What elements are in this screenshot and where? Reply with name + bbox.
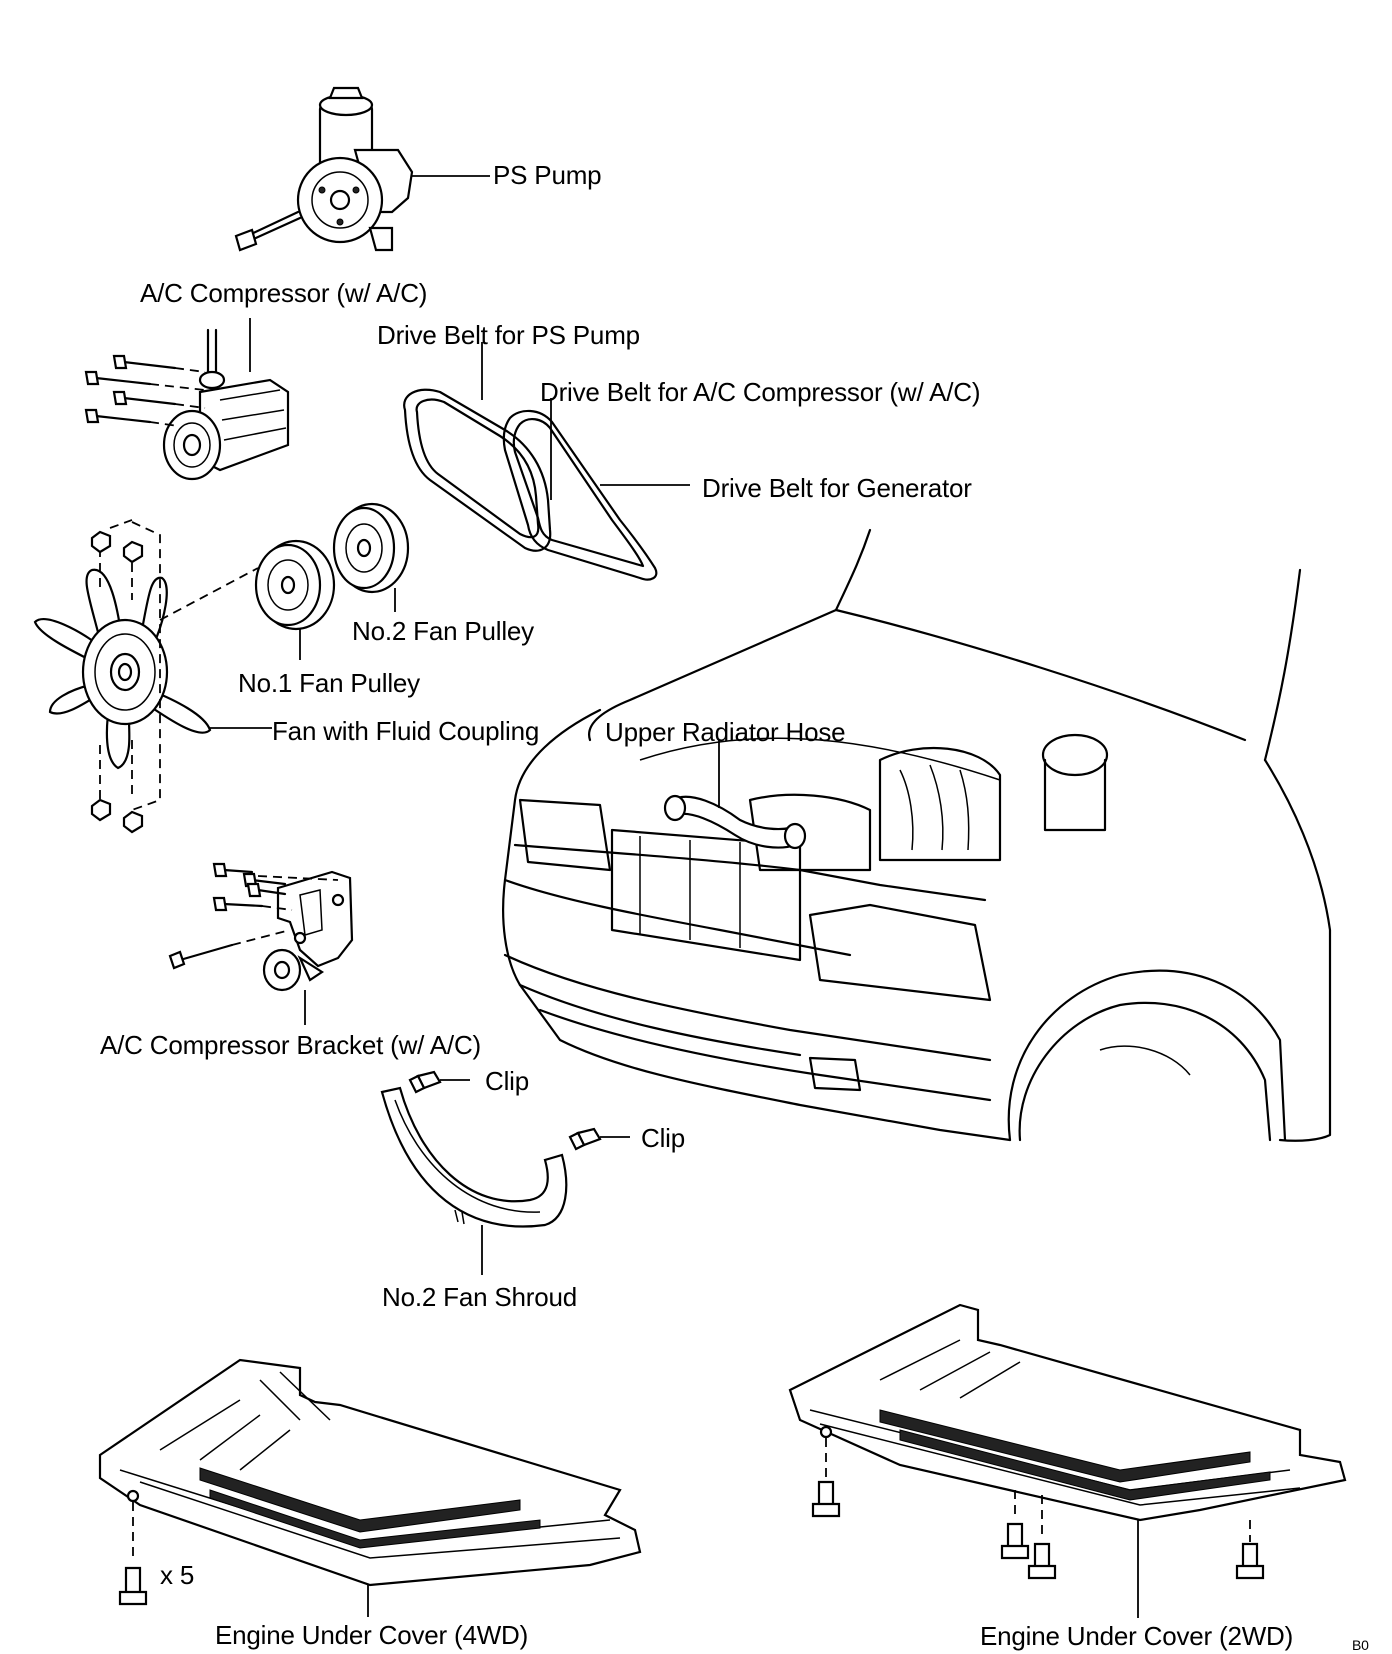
label-engine-under-cover-2wd: Engine Under Cover (2WD) bbox=[980, 1621, 1294, 1651]
label-bolt-quantity: x 5 bbox=[160, 1560, 195, 1590]
label-no2-fan-pulley: No.2 Fan Pulley bbox=[352, 616, 534, 646]
label-ac-compressor-bracket: A/C Compressor Bracket (w/ A/C) bbox=[100, 1030, 481, 1060]
fan-pulleys-drawing bbox=[254, 502, 410, 660]
label-ps-pump: PS Pump bbox=[493, 160, 602, 190]
label-fan-fluid-coupling: Fan with Fluid Coupling bbox=[272, 716, 540, 746]
label-drive-belt-ps-pump: Drive Belt for PS Pump bbox=[377, 320, 640, 350]
ac-compressor-drawing bbox=[84, 318, 290, 481]
under-cover-4wd-drawing bbox=[98, 1358, 642, 1617]
label-drive-belt-generator: Drive Belt for Generator bbox=[702, 473, 972, 503]
corner-code: B0 bbox=[1352, 1637, 1369, 1653]
vehicle-front-drawing bbox=[502, 528, 1332, 1142]
clips-drawing bbox=[408, 1070, 630, 1151]
fan-shroud-drawing bbox=[380, 1086, 568, 1275]
label-no2-fan-shroud: No.2 Fan Shroud bbox=[382, 1282, 578, 1312]
label-drive-belt-ac-compressor: Drive Belt for A/C Compressor (w/ A/C) bbox=[540, 377, 981, 407]
ps-pump-drawing bbox=[234, 86, 490, 252]
label-clip-2: Clip bbox=[641, 1123, 685, 1153]
label-no1-fan-pulley: No.1 Fan Pulley bbox=[238, 668, 420, 698]
label-engine-under-cover-4wd: Engine Under Cover (4WD) bbox=[215, 1620, 529, 1650]
label-upper-radiator-hose: Upper Radiator Hose bbox=[605, 717, 846, 747]
under-cover-2wd-drawing bbox=[788, 1303, 1347, 1618]
fan-drawing bbox=[33, 519, 272, 834]
label-clip-1: Clip bbox=[485, 1066, 529, 1096]
label-ac-compressor: A/C Compressor (w/ A/C) bbox=[140, 278, 428, 308]
drive-belts-drawing bbox=[403, 342, 690, 581]
ac-bracket-drawing bbox=[168, 862, 354, 1025]
